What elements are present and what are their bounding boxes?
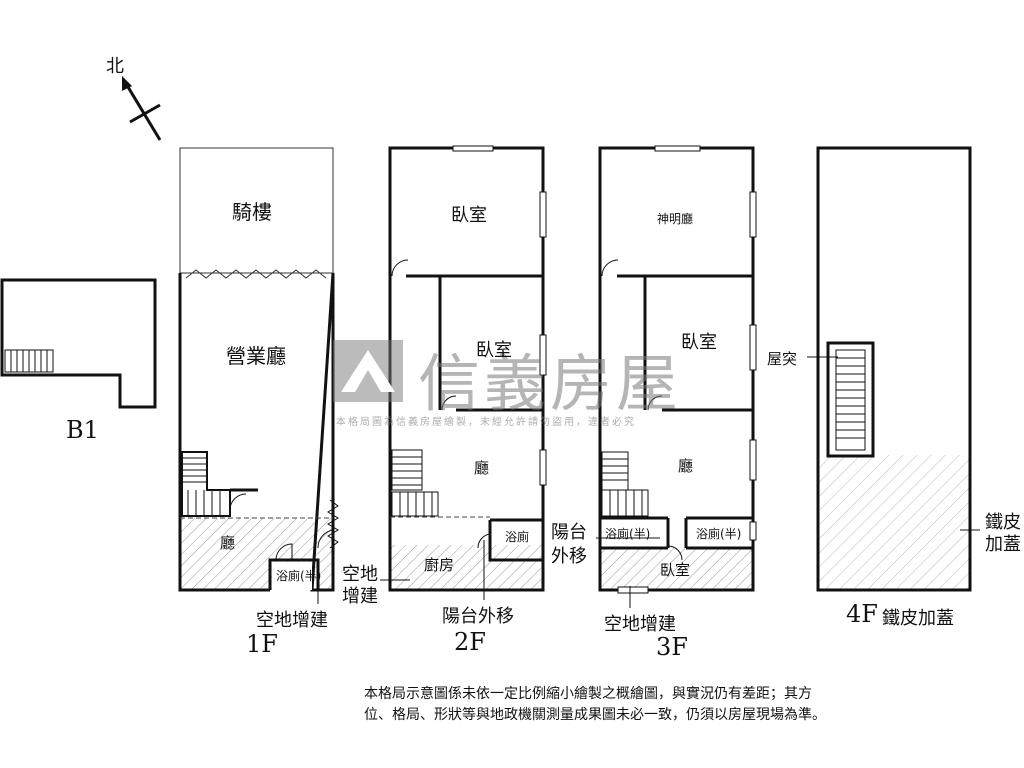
f3-half-bath-right-label: 浴廁(半): [696, 527, 742, 541]
disclaimer-line1: 本格局示意圖係未依一定比例縮小繪製之概繪圖，與實況仍有差距；其方: [364, 686, 812, 702]
f1-arcade-label: 騎樓: [232, 200, 272, 224]
f3-balcony-label-line2: 外移: [551, 546, 587, 567]
f2-bedroom-top-label: 臥室: [451, 205, 487, 226]
f2-extension-label-line1: 空地: [342, 564, 378, 585]
compass-north-label: 北: [106, 56, 124, 77]
f1-half-bath-label: 浴廁(半): [276, 569, 322, 583]
f3-balcony-label-line1: 陽台: [551, 522, 587, 543]
f1-floor-label: 1F: [246, 630, 278, 658]
watermark-notice: 本格局圖為信義房屋繪製，未經允許請勿盜用，違者必究: [336, 417, 636, 428]
f2-plan: [388, 145, 547, 592]
f4-plan: [816, 146, 972, 592]
f4-roof-protrusion-label: 屋突: [767, 350, 798, 368]
b1-plan: [0, 278, 157, 409]
f1-extension-label: 空地增建: [256, 610, 328, 631]
f2-kitchen-label: 廚房: [424, 556, 455, 574]
b1-floor-label: B1: [66, 416, 99, 444]
f2-bath-label: 浴廁: [505, 530, 530, 544]
f2-balcony-label: 陽台外移: [442, 606, 514, 627]
f3-half-bath-left-label: 浴廁(半): [605, 527, 651, 541]
f3-stairs: [601, 451, 649, 517]
f4-iron-label-line1: 鐵皮: [985, 512, 1021, 533]
f3-bedroom-mid-label: 臥室: [681, 332, 717, 353]
f2-stairs: [391, 449, 439, 517]
f3-extension-label: 空地增建: [604, 614, 676, 635]
leader-lines: [317, 356, 980, 608]
f3-shrine-room-label: 神明廳: [657, 212, 694, 226]
f3-plan: [598, 145, 757, 594]
disclaimer-line2: 位、格局、形狀等與地政機關測量成果圖未必一致，仍須以房屋現場為準。: [364, 707, 826, 723]
f2-bedroom-mid-label: 臥室: [476, 340, 512, 361]
f1-stairs: [181, 451, 231, 517]
f2-extension-label-line2: 增建: [342, 586, 378, 607]
watermark-brand: 信義房屋: [418, 347, 683, 420]
f4-iron-label-line2: 加蓋: [985, 534, 1021, 555]
b1-stairs: [4, 349, 54, 373]
f2-hall-label: 廳: [474, 459, 490, 477]
f2-floor-label: 2F: [454, 628, 486, 656]
f4-floor-label: 4F: [846, 600, 878, 628]
f3-bedroom-bottom-label: 臥室: [660, 561, 691, 579]
f1-business-hall-label: 營業廳: [226, 344, 286, 368]
disclaimer-note: 本格局示意圖係未依一定比例縮小繪製之概繪圖，與實況仍有差距；其方 位、格局、形狀…: [364, 684, 884, 726]
f1-hall-label: 廳: [220, 534, 236, 552]
brand-logo-icon: [333, 340, 403, 402]
f3-hall-label: 廳: [678, 457, 694, 475]
f4-roof-stairs: [826, 341, 875, 458]
f1-plan: [178, 147, 339, 592]
compass-icon: [122, 76, 162, 141]
f4-caption: 鐵皮加蓋: [882, 608, 954, 629]
f1-step-zigzag: [327, 499, 339, 549]
f3-floor-label: 3F: [656, 633, 688, 661]
